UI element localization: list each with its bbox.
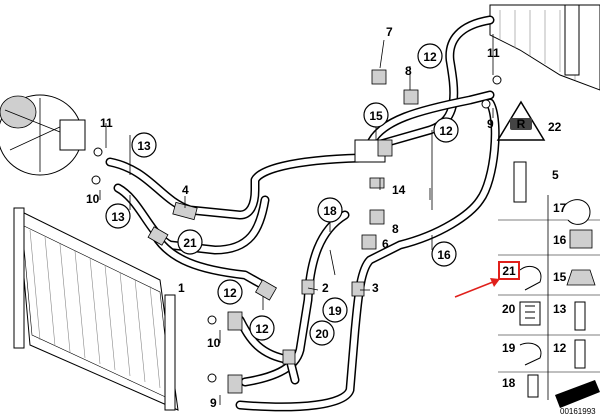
callout-10-a[interactable]: 10 (86, 192, 100, 206)
evaporator (489, 4, 600, 91)
panel-label-18[interactable]: 18 (502, 376, 516, 390)
panel-label-19[interactable]: 19 (502, 341, 516, 355)
svg-text:15: 15 (369, 109, 383, 123)
callout-8-a[interactable]: 8 (405, 64, 412, 78)
svg-text:19: 19 (328, 304, 342, 318)
callout-4[interactable]: 4 (182, 183, 189, 197)
panel-label-16[interactable]: 16 (553, 233, 567, 247)
callout-13-b[interactable]: 13 (105, 203, 131, 229)
panel-label-13[interactable]: 13 (553, 302, 567, 316)
callout-10-b[interactable]: 10 (207, 336, 221, 350)
callout-11-a[interactable]: 11 (100, 116, 113, 130)
panel-label-15[interactable]: 15 (553, 270, 567, 284)
svg-text:12: 12 (439, 124, 453, 138)
callout-18[interactable]: 18 (317, 197, 343, 223)
svg-text:13: 13 (137, 139, 151, 153)
panel-label-20[interactable]: 20 (502, 302, 516, 316)
fittings (91, 69, 527, 394)
callout-7[interactable]: 7 (386, 25, 393, 39)
svg-text:18: 18 (323, 204, 337, 218)
callout-12-b[interactable]: 12 (249, 315, 275, 341)
callout-21[interactable]: 21 (177, 229, 203, 255)
callout-9-a[interactable]: 9 (210, 396, 217, 410)
callout-8-b[interactable]: 8 (392, 222, 399, 236)
panel-label-21-highlight[interactable]: 21 (498, 261, 520, 280)
callout-16[interactable]: 16 (431, 241, 457, 267)
svg-text:20: 20 (315, 327, 329, 341)
callout-15[interactable]: 15 (363, 102, 389, 128)
callout-12-a[interactable]: 12 (217, 279, 243, 305)
compressor (0, 94, 86, 176)
svg-text:R: R (517, 117, 526, 131)
callout-3[interactable]: 3 (372, 281, 379, 295)
callout-22[interactable]: 22 (548, 120, 562, 134)
svg-text:21: 21 (502, 264, 516, 278)
side-panel (498, 195, 600, 408)
svg-text:12: 12 (223, 286, 237, 300)
callout-1[interactable]: 1 (178, 281, 185, 295)
callout-5[interactable]: 5 (552, 168, 559, 182)
callout-12-c[interactable]: 12 (417, 43, 443, 69)
highlight-arrow (454, 278, 500, 298)
svg-text:12: 12 (255, 322, 269, 336)
callout-11-b[interactable]: 11 (487, 46, 500, 60)
image-number: 00161993 (560, 407, 596, 416)
callout-9-b[interactable]: 9 (487, 117, 494, 131)
callout-12-d[interactable]: 12 (433, 117, 459, 143)
callout-14[interactable]: 14 (392, 183, 406, 197)
callout-19[interactable]: 19 (322, 297, 348, 323)
callout-6[interactable]: 6 (382, 237, 389, 251)
svg-text:16: 16 (437, 248, 451, 262)
callout-20[interactable]: 20 (309, 320, 335, 346)
warning-triangle-icon: R (496, 100, 546, 141)
svg-text:13: 13 (111, 210, 125, 224)
svg-text:12: 12 (423, 50, 437, 64)
callout-2[interactable]: 2 (322, 281, 329, 295)
panel-label-17[interactable]: 17 (553, 201, 567, 215)
condenser (13, 207, 179, 411)
svg-text:21: 21 (183, 236, 197, 250)
panel-label-12[interactable]: 12 (553, 341, 567, 355)
callout-13-a[interactable]: 13 (131, 132, 157, 158)
